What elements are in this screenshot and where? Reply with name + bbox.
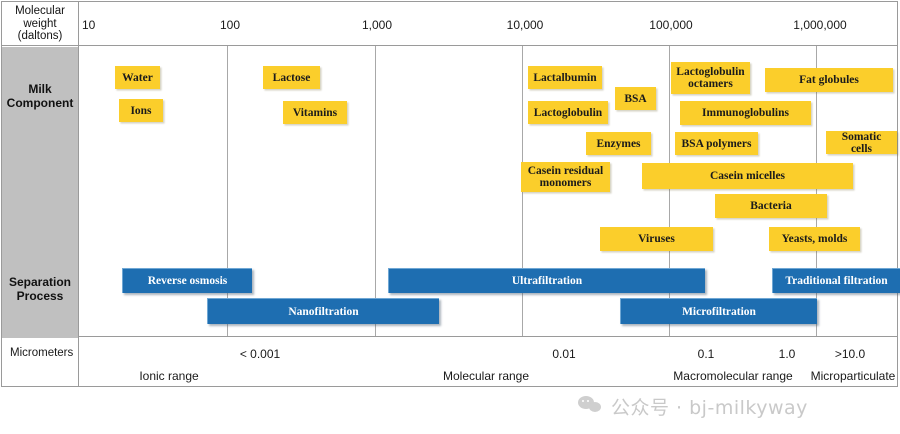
component-box: Casein micelles [642, 163, 853, 189]
component-box: Yeasts, molds [769, 227, 860, 251]
component-box: Lactalbumin [528, 66, 602, 89]
component-box: Water [115, 66, 160, 89]
molecular-weight-axis-title: Molecular weight (daltons) [2, 2, 78, 46]
component-box: Vitamins [283, 101, 347, 124]
mw-tick-3: 10,000 [506, 18, 544, 32]
process-bar: Traditional filtration [772, 268, 900, 293]
top-axis-divider [2, 45, 897, 46]
micrometers-axis-title: Micrometers [10, 347, 74, 359]
row-label-milk-component: Milk Component [2, 82, 78, 110]
component-box: Fat globules [765, 68, 893, 92]
row-label-milk-line2: Component [6, 96, 74, 110]
range-label-1: Molecular range [442, 369, 530, 383]
range-label-3: Microparticulate [810, 369, 896, 383]
mw-tick-4: 100,000 [649, 18, 693, 32]
watermark: 公众号 · bj-milkyway [578, 386, 808, 426]
column-divider-2 [375, 46, 376, 336]
watermark-text: 公众号 · bj-milkyway [611, 396, 808, 419]
chart-frame: Milk Component Separation Process Molecu… [1, 1, 900, 387]
um-tick-1: 0.01 [552, 347, 576, 361]
row-label-band [2, 47, 78, 338]
wechat-icon [578, 396, 604, 416]
mw-tick-5: 1,000,000 [793, 18, 847, 32]
mw-tick-2: 1,000 [361, 18, 393, 32]
component-box: Lactose [263, 66, 320, 89]
bottom-axis-divider [2, 336, 897, 337]
component-box: Lactoglobulin [528, 101, 608, 124]
range-label-0: Ionic range [139, 369, 199, 383]
process-bar: Reverse osmosis [122, 268, 252, 293]
component-box: Viruses [600, 227, 713, 251]
row-label-milk-line1: Milk [28, 82, 52, 96]
component-box: BSA polymers [675, 132, 758, 155]
mw-title-line1: Molecular [15, 5, 65, 18]
column-divider-1 [227, 46, 228, 336]
component-box: BSA [615, 87, 656, 110]
um-tick-4: >10.0 [834, 347, 866, 361]
process-bar: Microfiltration [620, 298, 817, 324]
row-label-proc-line1: Separation [8, 275, 71, 289]
process-bar: Ultrafiltration [388, 268, 705, 293]
column-divider-5 [816, 46, 817, 336]
mw-title-line3: (daltons) [17, 30, 63, 43]
range-label-2: Macromolecular range [673, 369, 793, 383]
mw-tick-1: 100 [219, 18, 241, 32]
component-box: Ions [119, 99, 163, 122]
component-box: Enzymes [586, 132, 651, 155]
um-tick-3: 1.0 [778, 347, 796, 361]
mw-tick-0: 10 [82, 18, 96, 32]
row-label-proc-line2: Process [16, 289, 64, 303]
component-box: Bacteria [715, 194, 827, 218]
um-tick-2: 0.1 [697, 347, 715, 361]
component-box: Somatic cells [826, 131, 897, 155]
um-tick-0: < 0.001 [239, 347, 281, 361]
column-divider-4 [669, 46, 670, 336]
process-bar: Nanofiltration [207, 298, 439, 324]
component-box: Immunoglobulins [680, 101, 811, 125]
row-label-separation-process: Separation Process [2, 275, 78, 303]
side-band-divider [78, 2, 79, 386]
mw-title-line2: weight [23, 17, 57, 30]
